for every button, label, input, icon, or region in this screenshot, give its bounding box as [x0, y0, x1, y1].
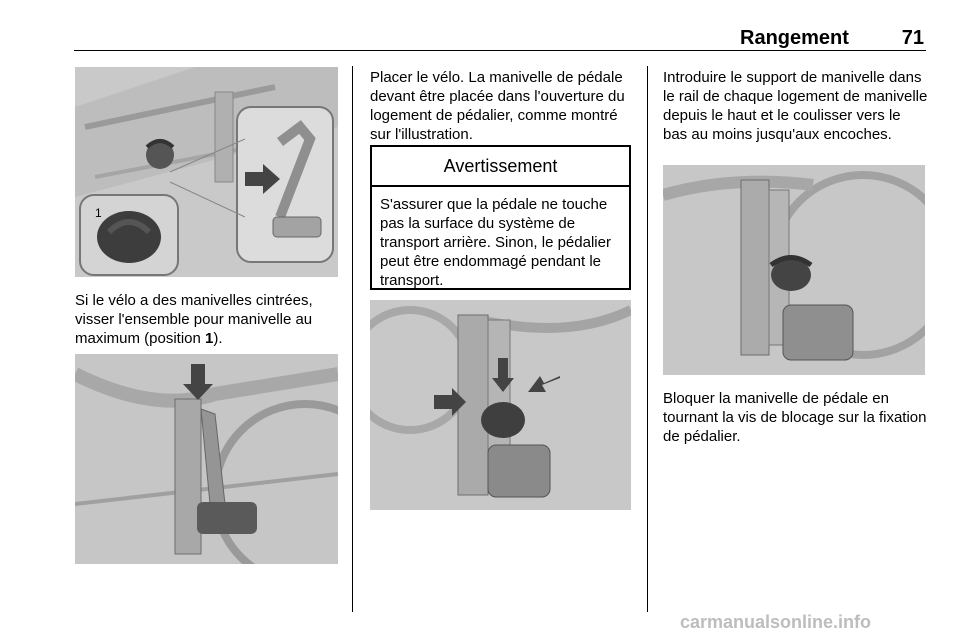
warning-body: S'assurer que la pédale ne touche pas la… — [380, 196, 611, 289]
header-rule — [74, 50, 926, 51]
column-divider-2 — [647, 66, 648, 612]
figure-position-label: 1 — [95, 206, 102, 220]
col3-paragraph-1: Introduire le support de manivelle dans … — [663, 69, 928, 143]
figure-pedal-placement — [370, 300, 631, 510]
warning-box: Avertissement S'assurer que la pédale ne… — [370, 145, 631, 290]
position-number: 1 — [205, 330, 214, 347]
page-title: Rangement — [740, 27, 849, 49]
col3-paragraph-2: Bloquer la manivelle de pédale en tourna… — [663, 390, 927, 445]
page-number: 71 — [901, 27, 924, 49]
figure-crank-support-insert — [75, 354, 338, 564]
watermark: carmanualsonline.info — [680, 612, 872, 632]
col1-paragraph: Si le vélo a des manivelles cintrées, vi… — [75, 292, 313, 347]
col2-paragraph: Placer le vélo. La manivelle de pédale d… — [370, 69, 625, 143]
warning-title: Avertissement — [372, 147, 629, 187]
figure-crank-adjustment: 1 — [75, 67, 338, 277]
column-divider-1 — [352, 66, 353, 612]
figure-crank-support-rail — [663, 165, 925, 375]
